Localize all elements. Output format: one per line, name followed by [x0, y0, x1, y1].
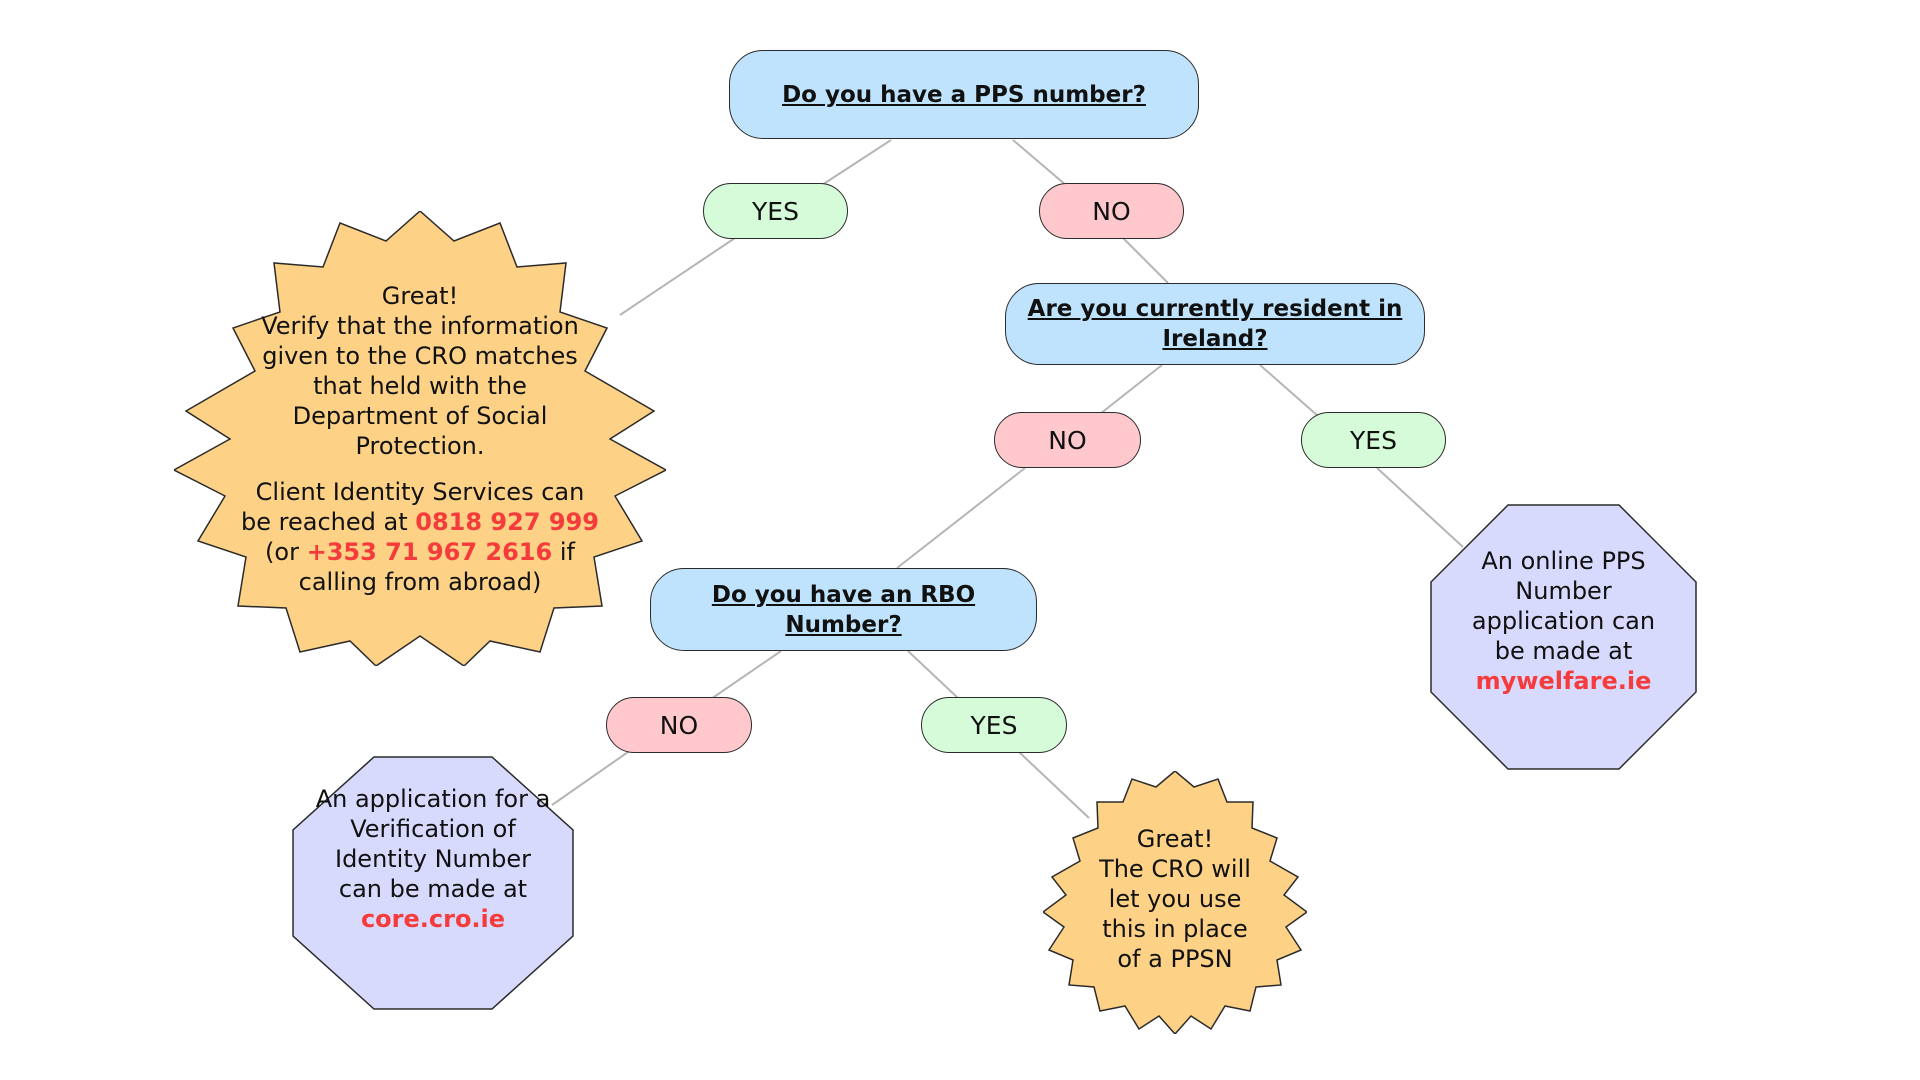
- octagon-shape-icon: [1430, 504, 1697, 770]
- starburst-shape-icon: [1043, 771, 1307, 1034]
- answer-rbo-no: NO: [606, 697, 752, 753]
- contact-suffix: if calling from abroad): [298, 537, 575, 596]
- question-pps-label: Do you have a PPS number?: [782, 81, 1146, 108]
- answer-label: NO: [1048, 425, 1087, 455]
- answer-label: NO: [659, 710, 699, 740]
- answer-label: YES: [752, 196, 799, 226]
- answer-pps-yes: YES: [703, 183, 848, 239]
- question-resident-label: Are you currently resident in Ireland?: [1027, 296, 1403, 352]
- outcome-verify-text: Verify that the information given to the…: [261, 311, 579, 460]
- outcome-rbo-yes-starburst: Great! The CRO will let you use this in …: [1043, 771, 1307, 1034]
- answer-label: YES: [1350, 425, 1397, 455]
- outcome-rbo-no-octagon: An application for a Verification of Ide…: [292, 756, 574, 1010]
- answer-pps-no: NO: [1039, 183, 1184, 239]
- outcome-pps-yes-starburst: Great! Verify that the information given…: [174, 211, 666, 666]
- answer-resident-no: NO: [994, 412, 1141, 468]
- outcome-pps-application-text: An online PPS Number application can be …: [1471, 547, 1656, 665]
- question-pps-number: Do you have a PPS number?: [729, 50, 1199, 139]
- answer-rbo-yes: YES: [921, 697, 1067, 753]
- outcome-voi-application-text: An application for a Verification of Ide…: [315, 785, 551, 903]
- question-rbo-label: Do you have an RBO Number?: [711, 581, 976, 638]
- answer-resident-yes: YES: [1301, 412, 1446, 468]
- phone-abroad-link[interactable]: +353 71 967 2616: [306, 537, 553, 566]
- outcome-contact-text: Client Identity Services can be reached …: [238, 477, 602, 597]
- mywelfare-link[interactable]: mywelfare.ie: [1475, 667, 1652, 695]
- octagon-shape-icon: [292, 756, 574, 1010]
- answer-label: YES: [970, 710, 1018, 740]
- question-resident-ireland: Are you currently resident in Ireland?: [1005, 283, 1425, 365]
- phone-local-link[interactable]: 0818 927 999: [415, 507, 599, 536]
- outcome-great-label: Great!: [381, 281, 459, 310]
- contact-prefix: Client Identity Services can be reached …: [241, 477, 585, 536]
- answer-label: NO: [1092, 196, 1131, 226]
- outcome-resident-yes-octagon: An online PPS Number application can be …: [1430, 504, 1697, 770]
- core-cro-link[interactable]: core.cro.ie: [360, 905, 506, 933]
- question-rbo-number: Do you have an RBO Number?: [650, 568, 1037, 651]
- outcome-great-label: Great!: [1136, 824, 1214, 853]
- contact-mid: (or: [265, 537, 299, 566]
- starburst-shape-icon: [174, 211, 666, 666]
- outcome-cro-ppsn-text: The CRO will let you use this in place o…: [1099, 854, 1251, 973]
